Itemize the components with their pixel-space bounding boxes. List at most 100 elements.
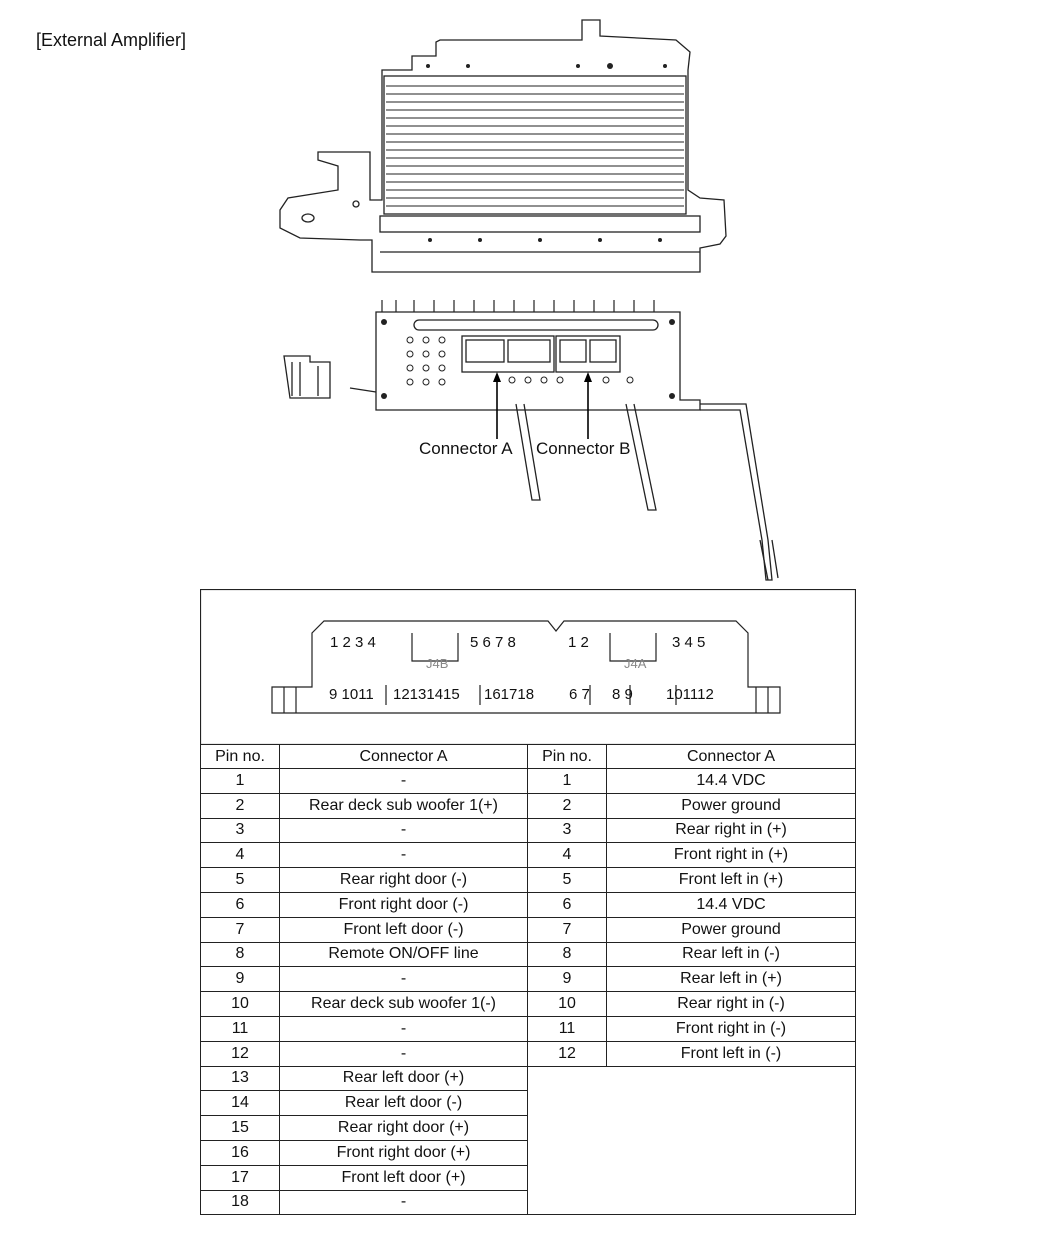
pin-number-cell: 7 [527,916,607,943]
signal-cell: Front right in (-) [606,1015,856,1042]
signal-cell: Front left door (-) [279,916,528,943]
signal-cell: Front left door (+) [279,1164,528,1191]
j4a-top-left-pins: 1 2 [568,634,589,651]
header-pin-no-right: Pin no. [527,744,607,769]
empty-cell [527,1065,856,1216]
table-header-row: Pin no. Connector A Pin no. Connector A [200,744,856,769]
j4a-bottom-pins-1: 6 7 [569,686,590,703]
pin-number-cell: 5 [527,867,607,893]
signal-cell: Front right door (-) [279,891,528,918]
signal-cell: - [279,1189,528,1216]
signal-cell: - [279,817,528,844]
pin-number-cell: 7 [200,916,280,943]
signal-cell: Rear left door (-) [279,1090,528,1117]
header-pin-no-left: Pin no. [200,744,280,769]
j4b-bottom-pins-1: 9 1011 [329,686,374,703]
signal-cell: - [279,1040,528,1067]
signal-cell: Remote ON/OFF line [279,941,528,968]
pin-table: Pin no. Connector A Pin no. Connector A … [200,744,856,1216]
signal-cell: - [279,966,528,993]
signal-cell: Rear left in (-) [606,941,856,968]
j4b-bottom-pins-2: 12131415 [393,686,460,703]
signal-cell: 14.4 VDC [606,768,856,794]
signal-cell: Rear left door (+) [279,1065,528,1092]
pin-number-cell: 9 [200,966,280,993]
amplifier-top-view [279,19,727,273]
pin-number-cell: 18 [200,1189,280,1216]
j4a-bottom-pins-3: 101112 [666,686,714,703]
signal-cell: Front right door (+) [279,1139,528,1166]
pin-number-cell: 16 [200,1139,280,1166]
pin-number-cell: 11 [200,1015,280,1042]
connector-a-label: Connector A [418,439,514,459]
pin-number-cell: 3 [200,817,280,844]
pin-number-cell: 14 [200,1090,280,1117]
j4b-top-left-pins: 1 2 3 4 [330,634,376,651]
signal-cell: Rear right door (+) [279,1115,528,1141]
pin-number-cell: 15 [200,1115,280,1141]
signal-cell: Power ground [606,916,856,943]
signal-cell: Front right in (+) [606,842,856,869]
table-row: 18- [200,1189,856,1216]
signal-cell: Front left in (+) [606,867,856,893]
pin-number-cell: 10 [200,991,280,1017]
pin-number-cell: 2 [200,792,280,819]
pin-number-cell: 12 [527,1040,607,1067]
j4a-top-right-pins: 3 4 5 [672,634,706,651]
pin-number-cell: 4 [200,842,280,869]
signal-cell: Rear right in (-) [606,991,856,1017]
header-connector-right: Connector A [606,744,856,769]
signal-cell: - [279,768,528,794]
pin-number-cell: 1 [527,768,607,794]
signal-cell: 14.4 VDC [606,891,856,918]
pin-number-cell: 10 [527,991,607,1017]
pin-number-cell: 11 [527,1015,607,1042]
j4b-top-right-pins: 5 6 7 8 [470,634,516,651]
pin-number-cell: 5 [200,867,280,893]
j4b-bottom-pins-3: 161718 [484,686,535,703]
signal-cell: Rear left in (+) [606,966,856,993]
signal-cell: Rear right in (+) [606,817,856,844]
signal-cell: Rear deck sub woofer 1(-) [279,991,528,1017]
pin-number-cell: 13 [200,1065,280,1092]
pin-number-cell: 3 [527,817,607,844]
j4b-label: J4B [426,656,449,671]
signal-cell: - [279,842,528,869]
j4a-bottom-pins-2: 8 9 [612,686,633,703]
signal-cell: Power ground [606,792,856,819]
pin-number-cell: 8 [200,941,280,968]
amplifier-illustration [279,19,779,581]
signal-cell: Rear deck sub woofer 1(+) [279,792,528,819]
pin-number-cell: 9 [527,966,607,993]
pin-number-cell: 6 [200,891,280,918]
j4a-label: J4A [624,656,647,671]
signal-cell: Front left in (-) [606,1040,856,1067]
pin-number-cell: 4 [527,842,607,869]
signal-cell: Rear right door (-) [279,867,528,893]
pin-number-cell: 6 [527,891,607,918]
connector-face-diagram [200,589,856,745]
pin-number-cell: 12 [200,1040,280,1067]
signal-cell: - [279,1015,528,1042]
pin-number-cell: 1 [200,768,280,794]
page-title: [External Amplifier] [36,30,187,50]
amplifier-side-view [283,300,779,581]
pin-number-cell: 2 [527,792,607,819]
header-connector-left: Connector A [279,744,528,769]
pin-number-cell: 17 [200,1164,280,1191]
pin-number-cell: 8 [527,941,607,968]
connector-b-label: Connector B [535,439,632,459]
